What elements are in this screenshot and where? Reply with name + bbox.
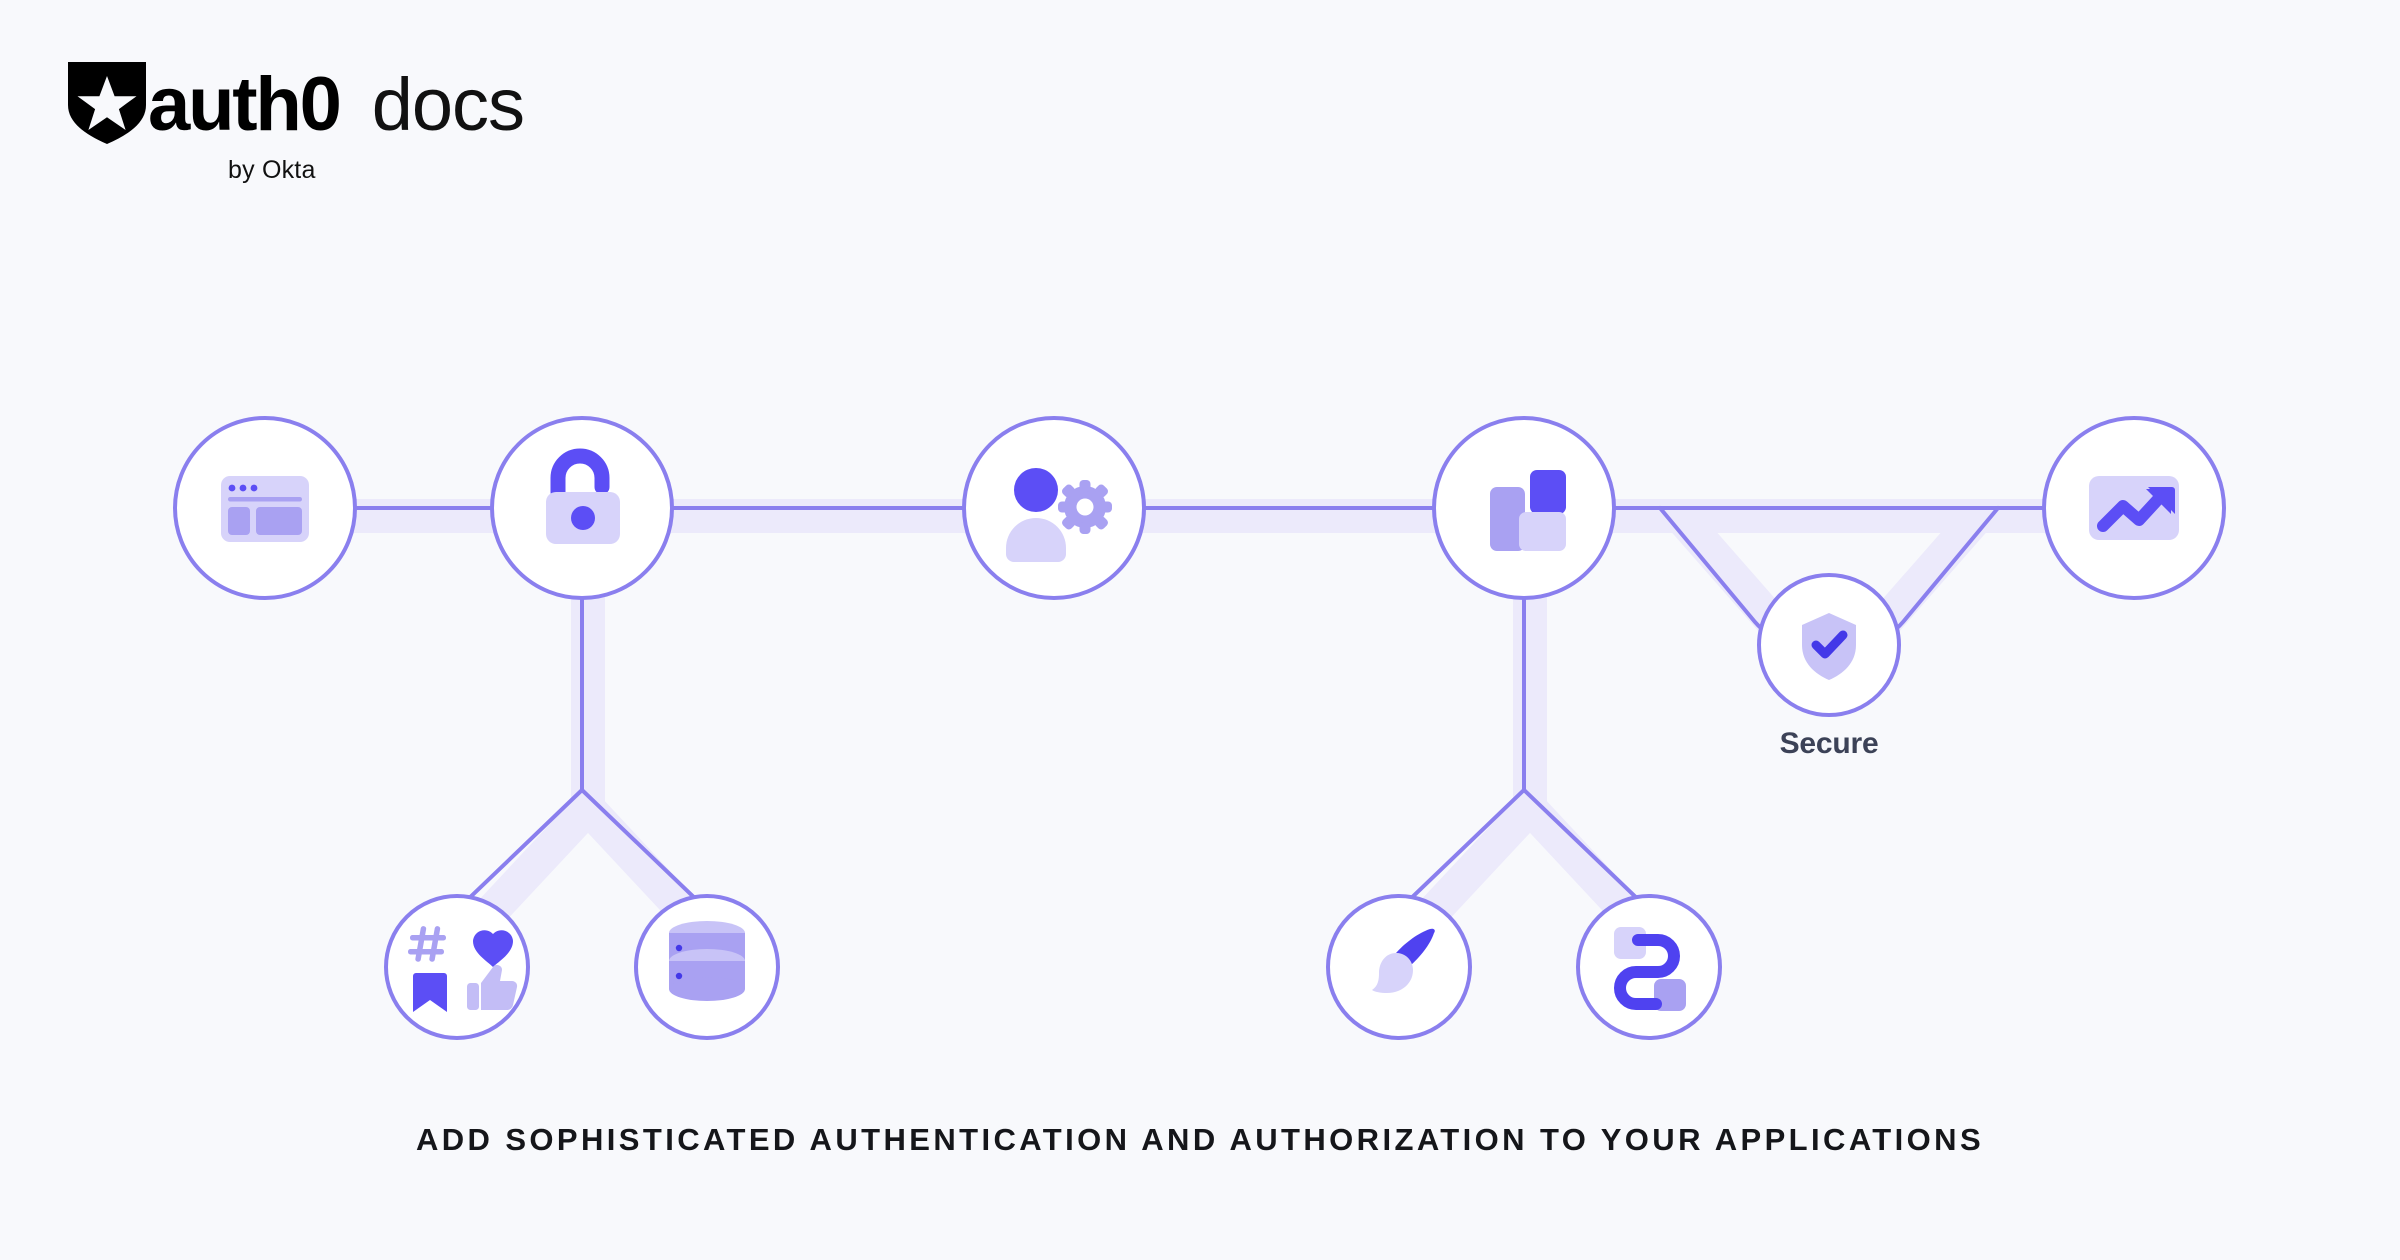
shield-check-icon xyxy=(1802,613,1856,680)
node-circle-manage-users[interactable] xyxy=(962,416,1146,600)
database-icon xyxy=(669,921,745,1001)
node-secure[interactable]: Secure xyxy=(1757,573,1901,760)
bookmark-icon xyxy=(413,973,447,1012)
node-customize[interactable]: Customize xyxy=(1432,300,1616,600)
brand-row: auth0 docs xyxy=(68,62,525,147)
page-tagline: ADD SOPHISTICATED AUTHENTICATION AND AUT… xyxy=(415,1122,1985,1157)
node-your-app[interactable]: Your App xyxy=(173,300,357,600)
node-authenticate[interactable]: Authenticate xyxy=(490,300,674,600)
node-deploy[interactable]: Deploy xyxy=(2042,300,2226,600)
hashtag-icon xyxy=(408,926,446,962)
node-actions[interactable] xyxy=(1576,894,1722,1040)
brand-product-name: docs xyxy=(371,63,525,146)
flow-actions-icon xyxy=(1614,927,1686,1011)
node-branding[interactable] xyxy=(1326,894,1472,1040)
node-manage-users[interactable]: Manage Users xyxy=(953,300,1154,600)
node-social-connections[interactable] xyxy=(384,894,530,1040)
node-label-secure: Secure xyxy=(1780,727,1879,760)
browser-window-icon xyxy=(221,476,309,542)
brand-byline: by Okta xyxy=(228,156,316,184)
thumbs-up-icon xyxy=(467,965,518,1011)
brand-wordmark: auth0 xyxy=(148,62,342,147)
auth0-flow-diagram: Your App Authenticate Manage Users xyxy=(0,300,2400,1120)
unlocked-padlock-icon xyxy=(546,448,620,544)
trending-up-chart-icon xyxy=(2089,476,2179,540)
social-connections-icon xyxy=(408,926,518,1012)
node-circle-social-connections[interactable] xyxy=(384,894,530,1040)
brand-header: auth0 docs by Okta xyxy=(68,62,525,185)
paintbrush-icon xyxy=(1372,928,1435,993)
layout-blocks-icon xyxy=(1490,470,1566,551)
node-database[interactable] xyxy=(634,894,780,1040)
user-gear-icon xyxy=(1006,468,1112,562)
heart-icon xyxy=(473,930,513,967)
auth0-shield-star-icon xyxy=(68,62,146,144)
